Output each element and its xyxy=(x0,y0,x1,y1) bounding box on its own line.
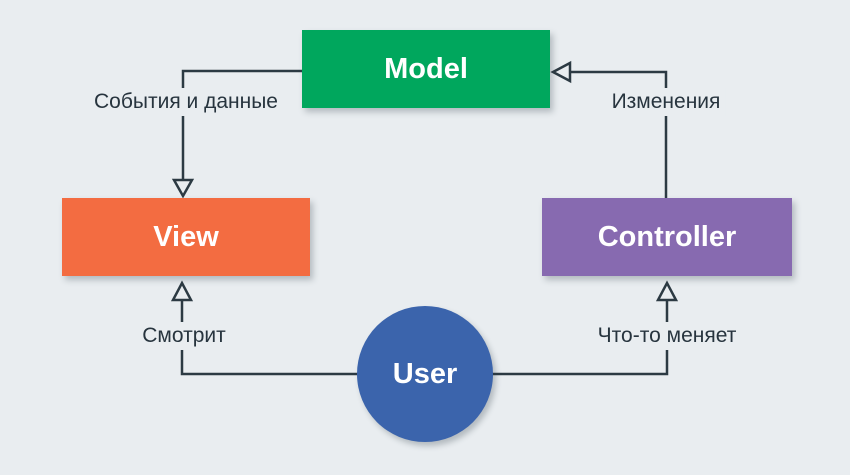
view-node: View xyxy=(62,198,310,276)
edge-label-controller-to-model: Изменения xyxy=(606,88,726,116)
connector-model-to-view xyxy=(181,69,302,181)
view-node-label: View xyxy=(153,220,219,253)
controller-node-label: Controller xyxy=(597,220,737,253)
model-node-label: Model xyxy=(384,52,468,85)
connector-controller-to-model xyxy=(570,70,668,198)
model-node: Model xyxy=(302,30,550,108)
controller-node: Controller xyxy=(542,198,792,276)
user-node-label: User xyxy=(392,357,458,390)
arrowhead-left-icon xyxy=(550,60,572,84)
user-node: User xyxy=(357,306,493,442)
arrowhead-up-icon xyxy=(655,280,679,302)
arrowhead-down-icon xyxy=(171,178,195,199)
arrowhead-up-icon xyxy=(170,280,194,302)
edge-label-user-to-controller: Что-то меняет xyxy=(592,322,742,350)
edge-label-user-to-view: Смотрит xyxy=(137,322,231,350)
edge-label-model-to-view: События и данные xyxy=(89,88,283,116)
